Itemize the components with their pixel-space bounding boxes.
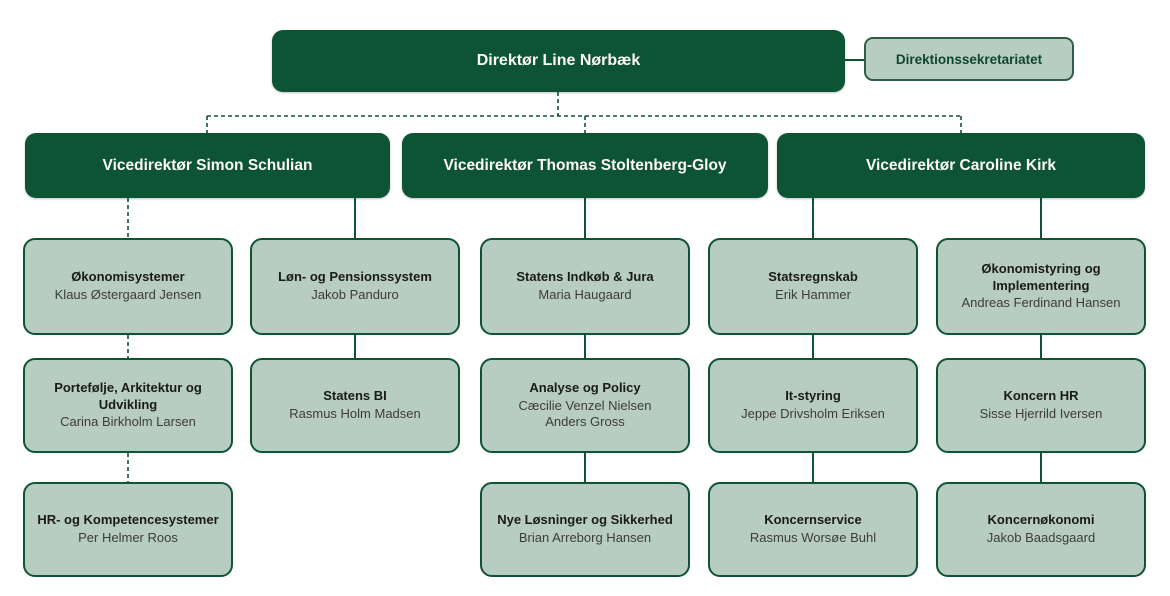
unit-person: Jakob Baadsgaard <box>986 530 1096 545</box>
unit-title: Koncern HR <box>1003 388 1079 404</box>
secretariat-label: Direktionssekretariatet <box>895 51 1043 67</box>
unit-person: Klaus Østergaard Jensen <box>54 287 202 302</box>
unit-title: HR- og Kompetencesystemer <box>37 512 219 528</box>
vice-director-box-caroline-kirk: Vicedirektør Caroline Kirk <box>777 133 1145 198</box>
unit-box-okonomistyring-og-implementering: Økonomistyring og Implementering Andreas… <box>936 238 1146 335</box>
unit-person: Per Helmer Roos <box>78 530 178 545</box>
unit-person: Jakob Panduro <box>311 287 399 302</box>
vice-director-label: Vicedirektør Thomas Stoltenberg-Gloy <box>443 156 727 174</box>
unit-title: It-styring <box>785 388 841 404</box>
unit-title: Statens BI <box>323 388 387 404</box>
vice-director-box-thomas-stoltenberg-gloy: Vicedirektør Thomas Stoltenberg-Gloy <box>402 133 768 198</box>
unit-person: Rasmus Holm Madsen <box>289 406 421 421</box>
unit-title: Portefølje, Arkitektur og Udvikling <box>54 379 202 412</box>
director-box: Direktør Line Nørbæk <box>272 30 845 92</box>
unit-box-hr-og-kompetencesystemer: HR- og Kompetencesystemer Per Helmer Roo… <box>23 482 233 577</box>
unit-title: Økonomistyring og Implementering <box>981 260 1101 293</box>
unit-person: Andreas Ferdinand Hansen <box>961 295 1121 311</box>
unit-box-analyse-og-policy: Analyse og Policy Cæcilie Venzel Nielsen… <box>480 358 690 453</box>
director-label: Direktør Line Nørbæk <box>476 52 641 69</box>
vice-director-box-simon-schulian: Vicedirektør Simon Schulian <box>25 133 390 198</box>
secretariat-box: Direktionssekretariatet <box>864 37 1074 81</box>
vice-director-label: Vicedirektør Simon Schulian <box>102 156 313 174</box>
unit-box-okonomisystemer: Økonomisystemer Klaus Østergaard Jensen <box>23 238 233 335</box>
unit-title: Koncernøkonomi <box>987 512 1095 528</box>
unit-person: Brian Arreborg Hansen <box>518 530 652 545</box>
unit-box-koncern-hr: Koncern HR Sisse Hjerrild Iversen <box>936 358 1146 453</box>
unit-box-statens-indkob-jura: Statens Indkøb & Jura Maria Haugaard <box>480 238 690 335</box>
unit-person: Sisse Hjerrild Iversen <box>979 406 1103 421</box>
unit-box-koncernservice: Koncernservice Rasmus Worsøe Buhl <box>708 482 918 577</box>
unit-box-portefolje-arkitektur-udvikling: Portefølje, Arkitektur og Udvikling Cari… <box>23 358 233 453</box>
unit-box-lon-og-pensionssystem: Løn- og Pensionssystem Jakob Panduro <box>250 238 460 335</box>
unit-title: Løn- og Pensionssystem <box>278 269 432 285</box>
unit-title: Nye Løsninger og Sikkerhed <box>497 512 673 528</box>
unit-person: Erik Hammer <box>775 287 851 302</box>
unit-box-nye-losninger-og-sikkerhed: Nye Løsninger og Sikkerhed Brian Arrebor… <box>480 482 690 577</box>
unit-person: Jeppe Drivsholm Eriksen <box>741 406 885 421</box>
unit-title: Analyse og Policy <box>529 379 641 395</box>
vice-director-label: Vicedirektør Caroline Kirk <box>865 156 1057 174</box>
unit-box-koncernokonomi: Koncernøkonomi Jakob Baadsgaard <box>936 482 1146 577</box>
unit-title: Statens Indkøb & Jura <box>516 269 654 285</box>
unit-box-it-styring: It-styring Jeppe Drivsholm Eriksen <box>708 358 918 453</box>
unit-box-statens-bi: Statens BI Rasmus Holm Madsen <box>250 358 460 453</box>
unit-box-statsregnskab: Statsregnskab Erik Hammer <box>708 238 918 335</box>
unit-person: Rasmus Worsøe Buhl <box>749 530 877 545</box>
unit-title: Statsregnskab <box>768 269 858 285</box>
unit-person: Maria Haugaard <box>538 287 632 302</box>
unit-person: Cæcilie Venzel Nielsen Anders Gross <box>518 397 652 430</box>
unit-title: Koncernservice <box>764 512 862 528</box>
unit-person: Carina Birkholm Larsen <box>60 414 196 430</box>
unit-title: Økonomisystemer <box>71 269 185 285</box>
